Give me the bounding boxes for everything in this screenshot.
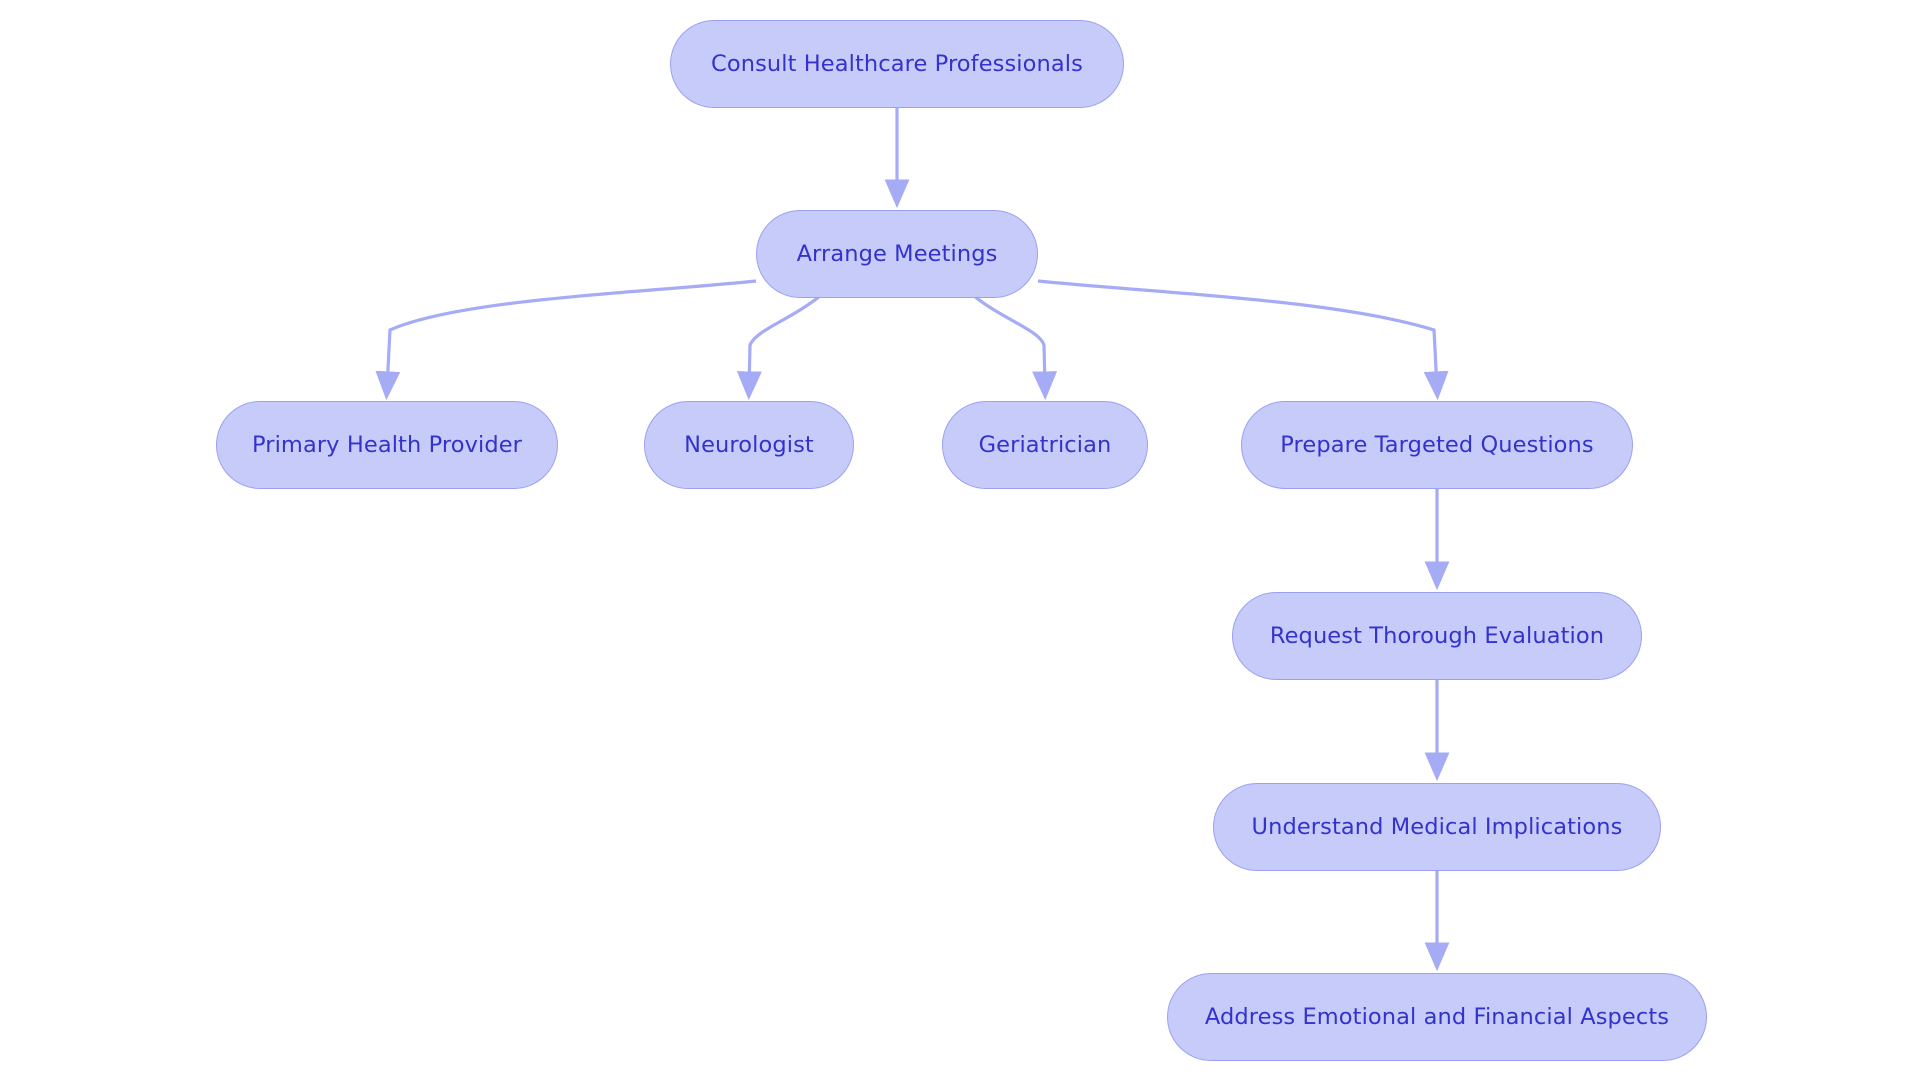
node-label: Geriatrician xyxy=(978,431,1112,458)
node-geriatrician[interactable]: Geriatrician xyxy=(942,401,1148,489)
node-label: Understand Medical Implications xyxy=(1251,813,1623,840)
node-label: Neurologist xyxy=(684,431,814,458)
node-label: Request Thorough Evaluation xyxy=(1269,622,1605,649)
node-label: Prepare Targeted Questions xyxy=(1280,431,1594,458)
edge-arrange-to-neurologist xyxy=(736,294,821,401)
node-label: Address Emotional and Financial Aspects xyxy=(1204,1003,1670,1030)
edge-arrange-to-primary-health-provider xyxy=(375,279,757,401)
node-label: Arrange Meetings xyxy=(796,240,998,267)
edge-arrange-to-prepare-targeted-questions xyxy=(1037,279,1449,401)
node-address-emotional-and-financial-aspects[interactable]: Address Emotional and Financial Aspects xyxy=(1167,973,1707,1061)
node-neurologist[interactable]: Neurologist xyxy=(644,401,854,489)
node-prepare-targeted-questions[interactable]: Prepare Targeted Questions xyxy=(1241,401,1633,489)
node-consult-healthcare-professionals[interactable]: Consult Healthcare Professionals xyxy=(670,20,1124,108)
node-understand-medical-implications[interactable]: Understand Medical Implications xyxy=(1213,783,1661,871)
edge-arrange-to-geriatrician xyxy=(973,294,1058,401)
node-label: Primary Health Provider xyxy=(251,431,523,458)
node-arrange-meetings[interactable]: Arrange Meetings xyxy=(756,210,1038,298)
node-request-thorough-evaluation[interactable]: Request Thorough Evaluation xyxy=(1232,592,1642,680)
node-label: Consult Healthcare Professionals xyxy=(711,50,1083,77)
node-primary-health-provider[interactable]: Primary Health Provider xyxy=(216,401,558,489)
